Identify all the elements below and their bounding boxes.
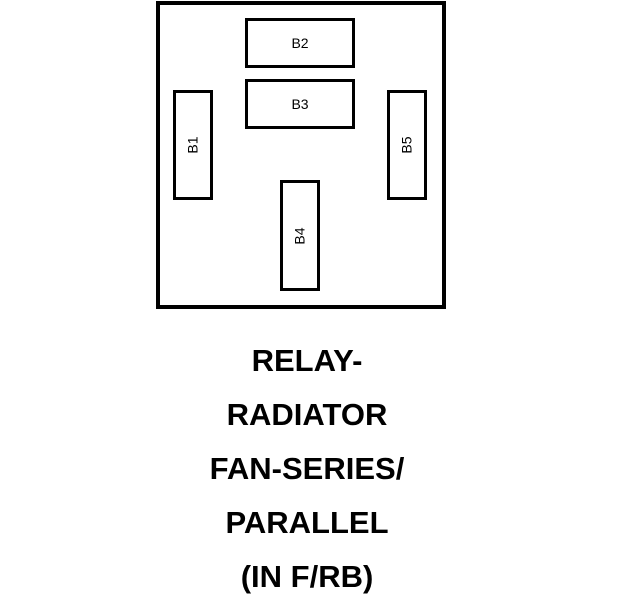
caption-line-3: FAN-SERIES/ [209,451,405,486]
relay-connector-outline: B2 B3 B1 B5 B4 [156,1,446,309]
terminal-b3-label: B3 [291,96,309,112]
terminal-b2-label: B2 [291,35,309,51]
terminal-b4: B4 [280,180,320,291]
caption-line-4: PARALLEL [225,505,389,540]
terminal-b2: B2 [245,18,355,68]
caption-line-1: RELAY- [251,343,363,378]
terminal-b1-label: B1 [185,136,201,154]
relay-caption: RELAY- RADIATOR FAN-SERIES/ PARALLEL (IN… [0,334,614,604]
terminal-b5: B5 [387,90,427,200]
terminal-b1: B1 [173,90,213,200]
caption-line-5: (IN F/RB) [240,559,374,594]
terminal-b5-label: B5 [399,136,415,154]
terminal-b4-label: B4 [292,226,308,245]
caption-line-2: RADIATOR [226,397,388,432]
terminal-b3: B3 [245,79,355,129]
